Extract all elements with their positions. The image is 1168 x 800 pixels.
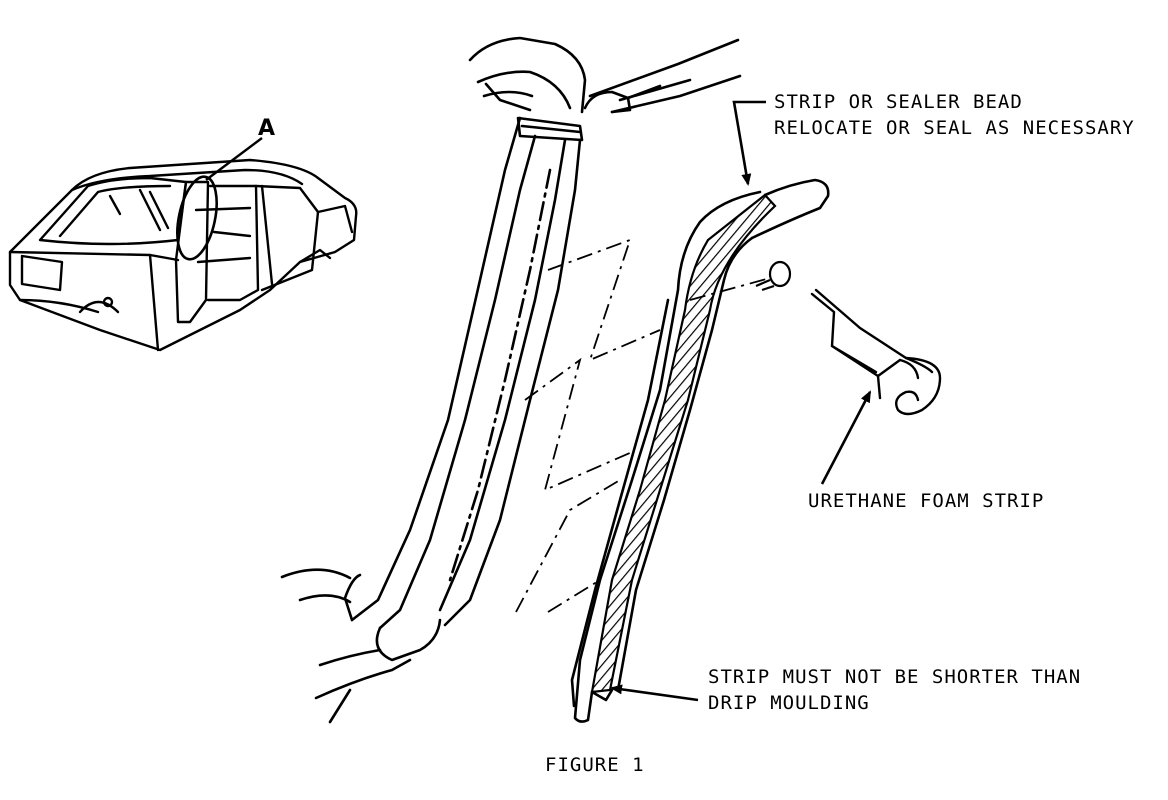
foam-strip-piece — [810, 288, 942, 416]
sealer-bead-label-line1: STRIP OR SEALER BEAD — [774, 91, 1023, 113]
detail-leader-line — [205, 137, 263, 181]
car-outline — [8, 158, 358, 352]
fastener-screw-icon — [755, 260, 792, 292]
construction-lines — [515, 238, 771, 613]
drip-moulding — [570, 178, 830, 723]
detail-callout-label: A — [258, 116, 276, 141]
strip-length-label-line2: DRIP MOULDING — [708, 692, 870, 714]
detail-ellipse — [176, 175, 218, 261]
sealer-bead-label-line2: RELOCATE OR SEAL AS NECESSARY — [774, 117, 1135, 139]
urethane-foam-label: URETHANE FOAM STRIP — [808, 490, 1045, 512]
callout-arrows — [610, 100, 872, 702]
figure-caption: FIGURE 1 — [545, 754, 645, 776]
roof-pillar — [280, 36, 742, 724]
strip-length-label-line1: STRIP MUST NOT BE SHORTER THAN — [708, 666, 1082, 688]
sealer-bead-label: STRIP OR SEALER BEAD RELOCATE OR SEAL AS… — [774, 89, 1135, 141]
strip-length-label: STRIP MUST NOT BE SHORTER THAN DRIP MOUL… — [708, 664, 1081, 716]
